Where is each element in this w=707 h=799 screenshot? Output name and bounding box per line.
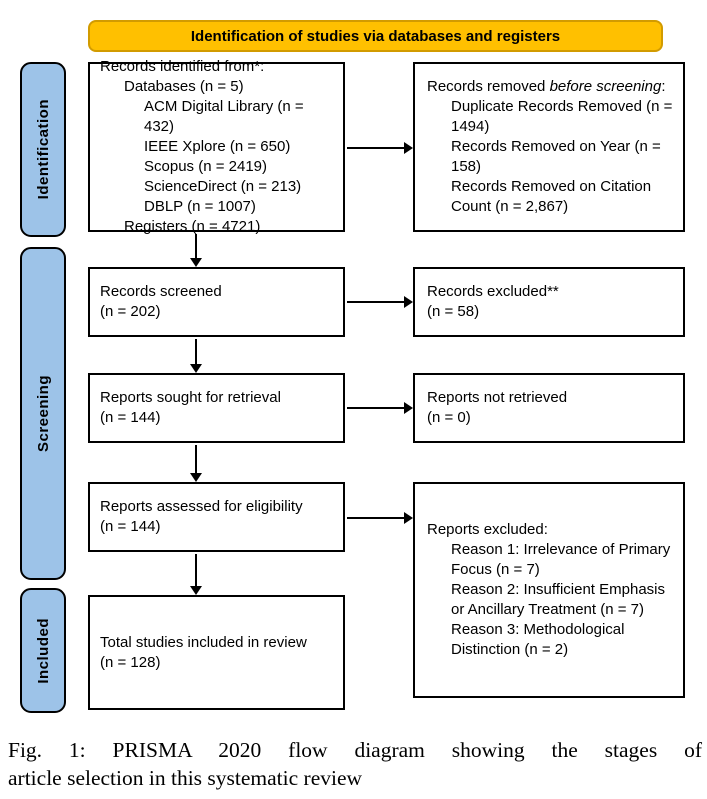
box-text-line: Scopus (n = 2419) (144, 158, 267, 175)
box-text-line: DBLP (n = 1007) (144, 198, 256, 215)
figure-caption: Fig. 1: PRISMA 2020 flow diagram showing… (8, 736, 702, 792)
box-text-line: (n = 144) (100, 409, 161, 426)
arrow-identified-to-screened (190, 234, 202, 267)
arrow-sought-to-not-retrieved (347, 402, 413, 414)
stage-label-screening: Screening (20, 247, 66, 580)
arrowhead-right-icon (404, 402, 413, 414)
box-text-line: Databases (n = 5) (124, 78, 244, 95)
box-text-line: Reason 1: Irrelevance of Primary Focus (… (451, 541, 671, 578)
arrowhead-right-icon (404, 512, 413, 524)
box-text-line: Reports sought for retrieval (100, 389, 281, 406)
arrowhead-down-icon (190, 586, 202, 595)
box-text-line: Records removed before screening: (427, 78, 666, 95)
box-text-line: (n = 128) (100, 653, 161, 671)
arrow-screened-to-sought (190, 339, 202, 373)
box-records-excluded: Records excluded** (n = 58) (413, 267, 685, 337)
box-text-line: Reports assessed for eligibility (100, 498, 303, 515)
box-total-studies-included: Total studies included in review (n = 128… (88, 595, 345, 710)
arrowhead-down-icon (190, 473, 202, 482)
box-text-line: ScienceDirect (n = 213) (144, 178, 302, 195)
arrow-assessed-to-reports-excluded (347, 512, 413, 524)
box-text-line: Records Removed on Citation Count (n = 2… (451, 178, 652, 215)
box-text-line: Records identified from*: (100, 58, 265, 75)
box-records-screened: Records screened (n = 202) (88, 267, 345, 337)
box-text-line: (n = 0) (427, 409, 471, 426)
stage-label-text: Included (34, 617, 52, 684)
banner-identification-of-studies: Identification of studies via databases … (88, 20, 663, 52)
box-text-line: ACM Digital Library (n = 432) (144, 98, 304, 135)
box-records-identified: Records identified from*: Databases (n = … (88, 58, 345, 235)
box-text-line: Records screened (100, 283, 222, 300)
box-text-line: Reports not retrieved (427, 389, 568, 406)
box-text-line: (n = 58) (427, 303, 480, 320)
arrow-screened-to-excluded (347, 296, 413, 308)
box-text-line: Duplicate Records Removed (n = 1494) (451, 98, 673, 135)
arrowhead-right-icon (404, 142, 413, 154)
arrow-assessed-to-included (190, 554, 202, 595)
box-text-line: Reason 3: Methodological Distinction (n … (451, 621, 625, 658)
arrow-sought-to-assessed (190, 445, 202, 482)
arrowhead-right-icon (404, 296, 413, 308)
arrowhead-down-icon (190, 258, 202, 267)
box-text-line: (n = 144) (100, 518, 161, 535)
box-reports-not-retrieved: Reports not retrieved (n = 0) (413, 373, 685, 443)
box-reports-excluded: Reports excluded: Reason 1: Irrelevance o… (413, 482, 685, 698)
stage-label-included: Included (20, 588, 66, 713)
box-text-line: Reports excluded: (427, 521, 548, 538)
figure-caption-line1: Fig. 1: PRISMA 2020 flow diagram showing… (8, 738, 702, 762)
box-records-removed-before-screening: Records removed before screening: Duplica… (413, 62, 685, 232)
box-text-line: IEEE Xplore (n = 650) (144, 138, 291, 155)
stage-label-text: Screening (34, 374, 52, 453)
arrowhead-down-icon (190, 364, 202, 373)
stage-label-identification: Identification (20, 62, 66, 237)
box-text-line: Records excluded** (427, 283, 559, 300)
box-text-line: Reason 2: Insufficient Emphasis or Ancil… (451, 581, 666, 618)
arrow-identified-to-removed (347, 142, 413, 154)
box-text-line: Records Removed on Year (n = 158) (451, 138, 661, 175)
box-reports-assessed-for-eligibility: Reports assessed for eligibility (n = 144… (88, 482, 345, 552)
figure-caption-line2: article selection in this systematic rev… (8, 766, 363, 790)
box-reports-sought-for-retrieval: Reports sought for retrieval (n = 144) (88, 373, 345, 443)
box-text-line: (n = 202) (100, 303, 161, 320)
box-text-line: Registers (n = 4721) (124, 218, 261, 235)
box-text-line: Total studies included in review (100, 633, 307, 651)
stage-label-text: Identification (34, 99, 52, 200)
